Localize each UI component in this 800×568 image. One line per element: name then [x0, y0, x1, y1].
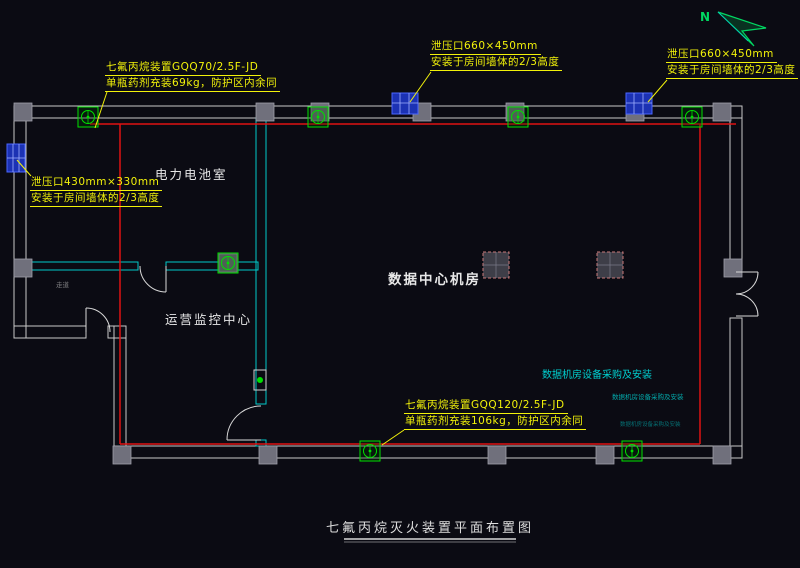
- title-underline: [344, 538, 516, 543]
- structural-columns: [13, 102, 743, 465]
- callout-text: 单瓶药剂充装69kg，防护区内余同: [105, 76, 281, 92]
- column: [13, 102, 33, 122]
- compass-label: N: [700, 10, 711, 24]
- column: [595, 445, 615, 465]
- callout-vent-mid: 泄压口660×450mm 安装于房间墙体的2/3高度: [430, 39, 563, 71]
- callout-text: 安装于房间墙体的2/3高度: [666, 63, 799, 79]
- leader-line: [16, 159, 32, 177]
- column: [255, 102, 275, 122]
- scope-note-small: 数据机房设备采购及安装: [612, 393, 684, 401]
- pipe-network: [90, 123, 736, 445]
- equipment-units: [482, 251, 624, 279]
- manual-station-icon: [253, 369, 267, 391]
- door-arc: [139, 265, 167, 293]
- callout-text: 安装于房间墙体的2/3高度: [30, 191, 163, 207]
- equipment-unit: [596, 251, 624, 279]
- callout-vent-right: 泄压口660×450mm 安装于房间墙体的2/3高度: [666, 47, 799, 79]
- column: [712, 102, 732, 122]
- door-arc: [226, 405, 262, 441]
- pressure-relief-vent-icon: [391, 92, 419, 115]
- room-label-battery: 电力电池室: [155, 167, 228, 182]
- equipment-unit: [482, 251, 510, 279]
- corridor-label: 走道: [56, 281, 69, 289]
- callout-device-gqq70: 七氟丙烷装置GQQ70/2.5F-JD 单瓶药剂充装69kg，防护区内余同: [105, 60, 281, 92]
- callout-vent-left: 泄压口430mm×330mm 安装于房间墙体的2/3高度: [30, 175, 163, 207]
- column: [258, 445, 278, 465]
- drawing-title: 七氟丙烷灭火装置平面布置图: [325, 521, 535, 536]
- pressure-relief-vent-icon: [6, 143, 26, 173]
- gas-nozzle-icon: [681, 106, 703, 128]
- column: [112, 445, 132, 465]
- callout-text: 泄压口660×450mm: [666, 47, 777, 63]
- gas-nozzle-icon: [507, 106, 529, 128]
- callout-device-gqq120: 七氟丙烷装置GQQ120/2.5F-JD 单瓶药剂充装106kg，防护区内余同: [404, 398, 587, 430]
- column: [712, 445, 732, 465]
- gas-nozzle-icon: [621, 440, 643, 462]
- callout-text: 泄压口430mm×330mm: [30, 175, 163, 191]
- gas-nozzle-devices: [77, 106, 703, 462]
- column: [13, 258, 33, 278]
- pressure-relief-vent-icon: [625, 92, 653, 115]
- room-label-data-center: 数据中心机房: [388, 272, 481, 288]
- callout-text: 泄压口660×450mm: [430, 39, 541, 55]
- callout-text: 单瓶药剂充装106kg，防护区内余同: [404, 414, 587, 430]
- callout-text: 七氟丙烷装置GQQ70/2.5F-JD: [105, 60, 262, 76]
- room-label-monitoring: 运营监控中心: [165, 312, 253, 327]
- leader-line: [647, 79, 668, 103]
- gas-nozzle-icon: [359, 440, 381, 462]
- callout-text: 七氟丙烷装置GQQ120/2.5F-JD: [404, 398, 568, 414]
- gas-nozzle-icon: [217, 252, 239, 274]
- leader-line: [409, 71, 432, 103]
- leader-line: [381, 429, 405, 446]
- pressure-relief-vents: [6, 92, 653, 173]
- scope-note: 数据机房设备采购及安装: [542, 370, 652, 381]
- leader-lines: [16, 71, 668, 446]
- door-arc: [85, 307, 111, 333]
- column: [723, 258, 743, 278]
- door-arc: [735, 271, 759, 317]
- north-arrow-icon: [717, 11, 767, 47]
- scope-note-tiny: 数据机房设备采购及安装: [620, 422, 681, 428]
- gas-nozzle-icon: [307, 106, 329, 128]
- callout-text: 安装于房间墙体的2/3高度: [430, 55, 563, 71]
- leader-line: [94, 91, 108, 129]
- gas-nozzle-icon: [77, 106, 99, 128]
- wall-outline: [13, 105, 743, 459]
- column: [487, 445, 507, 465]
- doors: [85, 265, 759, 441]
